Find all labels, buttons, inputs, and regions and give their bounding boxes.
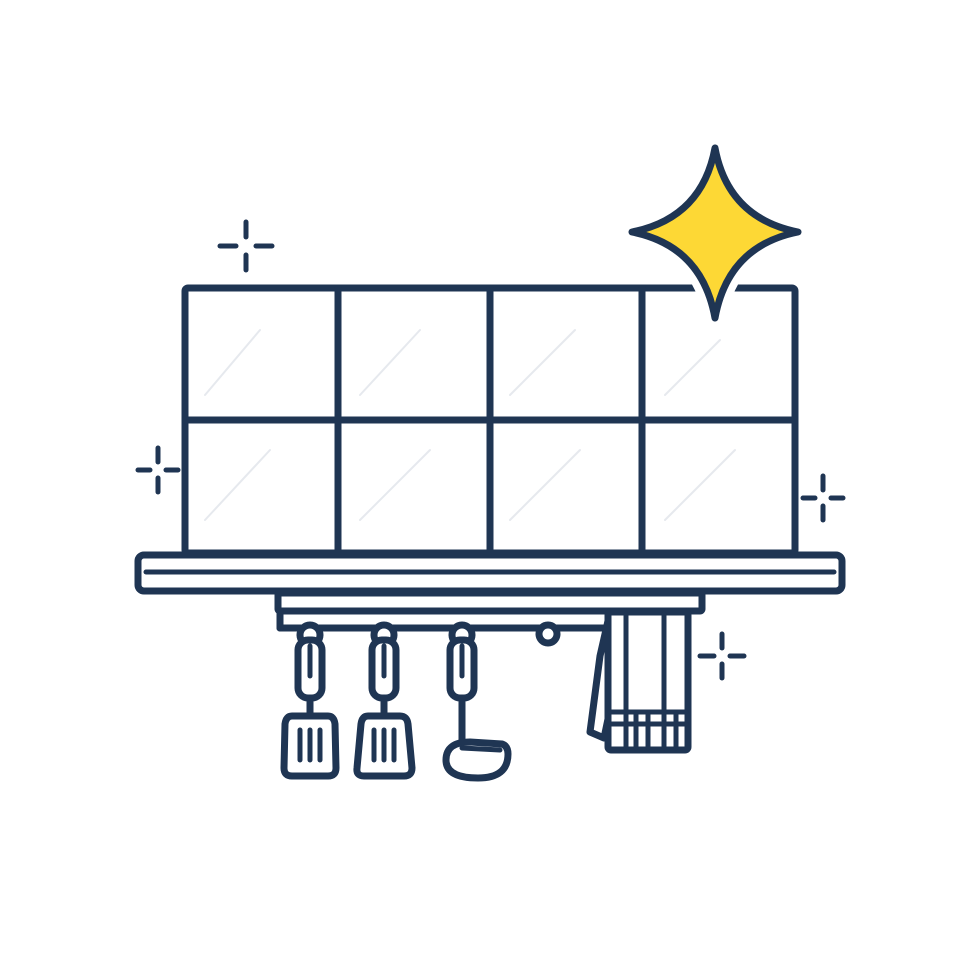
shelf <box>134 551 846 615</box>
kitchen-towel-icon <box>586 608 692 754</box>
slotted-turner-icon <box>280 621 340 780</box>
spatula-icon <box>353 621 416 780</box>
large-star-icon-fill <box>628 144 802 322</box>
ladle-icon <box>442 621 512 782</box>
sparkle-icon <box>697 631 747 681</box>
tile-wall <box>181 284 799 557</box>
sparkle-icon <box>800 473 846 523</box>
shelf-bracket <box>274 589 706 615</box>
empty-hook <box>535 621 561 647</box>
tile-glare <box>204 329 736 521</box>
sparkle-icon <box>135 445 181 495</box>
sparkle-icon <box>217 219 275 273</box>
